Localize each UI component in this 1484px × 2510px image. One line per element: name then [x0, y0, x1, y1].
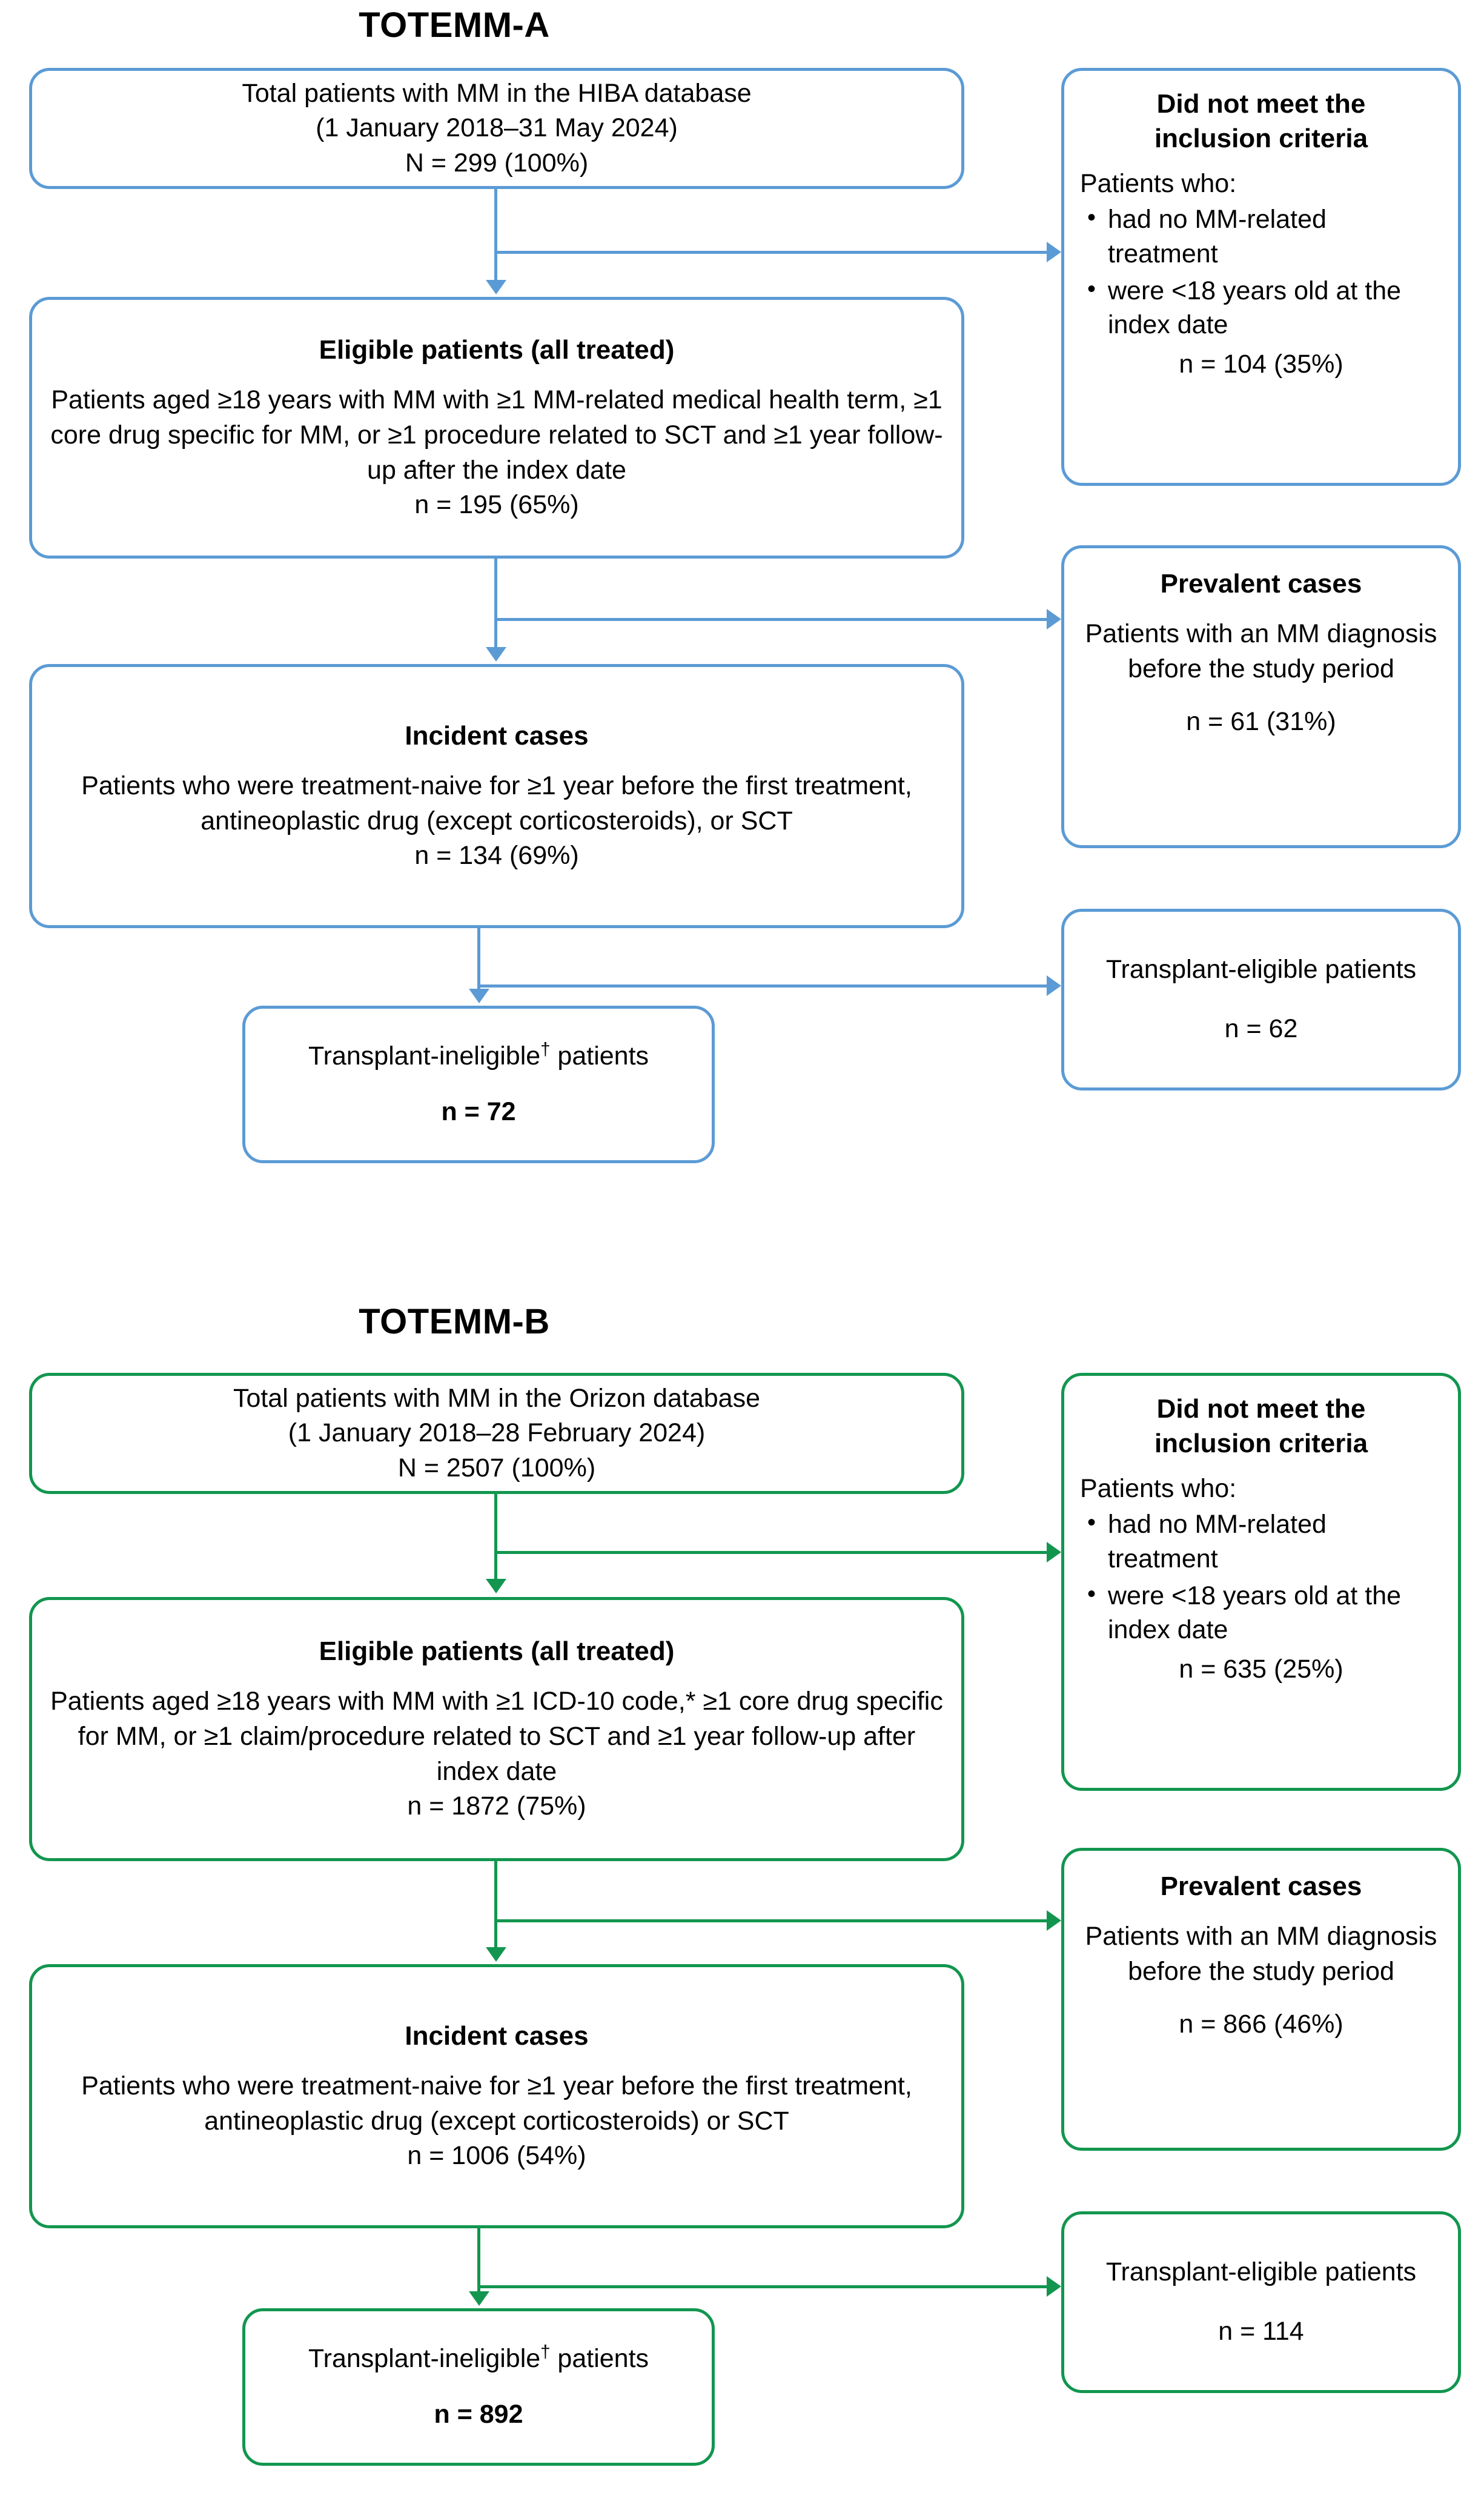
excluded-bullet-list-a: had no MM-related treatment were <18 yea…: [1080, 202, 1442, 345]
node-total-patients-b: Total patients with MM in the Orizon dat…: [29, 1373, 964, 1494]
arrowhead-eligible-a: [486, 280, 506, 294]
list-item: were <18 years old at the index date: [1087, 1578, 1442, 1648]
total-line2-b: (1 January 2018–28 February 2024): [288, 1418, 706, 1448]
panel-title-a: TOTEMM-A: [359, 5, 550, 45]
node-transplant-eligible-b: Transplant-eligible patients n = 114: [1061, 2211, 1461, 2393]
transplant-ineligible-suffix-a: patients: [550, 1041, 649, 1071]
incident-header-b: Incident cases: [405, 2020, 589, 2051]
arrowhead-transplant-eligible-a: [1047, 975, 1061, 996]
dagger-marker-b: †: [540, 2343, 551, 2363]
excluded-lead-b: Patients who:: [1080, 1474, 1237, 1504]
prevalent-body-a: Patients with an MM diagnosis before the…: [1085, 619, 1437, 683]
arrowhead-eligible-b: [486, 1579, 506, 1593]
connector-incident-to-transplant-eligible-a: [477, 984, 1047, 988]
total-line1-b: Total patients with MM in the Orizon dat…: [233, 1383, 760, 1413]
connector-incident-to-ineligible-a: [477, 928, 480, 990]
incident-count-b: n = 1006 (54%): [407, 2141, 586, 2171]
panel-title-b: TOTEMM-B: [359, 1302, 550, 1341]
connector-total-to-excluded-a: [494, 251, 1047, 254]
arrowhead-ineligible-a: [469, 989, 489, 1003]
arrowhead-prevalent-b: [1047, 1910, 1061, 1931]
totemm-b-flowchart: TOTEMM-B Total patients with MM in the O…: [0, 1254, 1484, 2510]
incident-count-a: n = 134 (69%): [414, 841, 579, 871]
connector-incident-to-transplant-eligible-b: [477, 2285, 1047, 2288]
total-count-b: N = 2507 (100%): [397, 1453, 596, 1482]
excluded-header-line2-b: inclusion criteria: [1154, 1429, 1368, 1459]
connector-total-to-eligible-b: [494, 1494, 497, 1580]
prevalent-header-a: Prevalent cases: [1160, 569, 1362, 599]
eligible-body-a: Patients aged ≥18 years with MM with ≥1 …: [50, 385, 943, 485]
eligible-header-a: Eligible patients (all treated): [319, 335, 675, 365]
arrowhead-excluded-a: [1047, 242, 1061, 262]
transplant-ineligible-count-b: n = 892: [434, 2400, 523, 2429]
arrowhead-incident-b: [486, 1947, 506, 1962]
transplant-ineligible-label-a: Transplant-ineligible† patients: [261, 1039, 696, 1074]
dagger-marker-a: †: [540, 1040, 551, 1060]
excluded-count-b: n = 635 (25%): [1179, 1655, 1343, 1684]
excluded-lead-a: Patients who:: [1080, 169, 1237, 199]
node-total-patients-a: Total patients with MM in the HIBA datab…: [29, 68, 964, 189]
node-transplant-eligible-a: Transplant-eligible patients n = 62: [1061, 909, 1461, 1091]
excluded-bullet-list-b: had no MM-related treatment were <18 yea…: [1080, 1507, 1442, 1650]
total-count-a: N = 299 (100%): [405, 148, 589, 178]
transplant-eligible-body-a: Transplant-eligible patients: [1105, 955, 1417, 984]
list-item: had no MM-related treatment: [1087, 1507, 1442, 1576]
prevalent-body-b: Patients with an MM diagnosis before the…: [1085, 1922, 1437, 1986]
node-eligible-a: Eligible patients (all treated) Patients…: [29, 297, 964, 559]
node-prevalent-b: Prevalent cases Patients with an MM diag…: [1061, 1848, 1461, 2151]
node-transplant-ineligible-a: Transplant-ineligible† patients n = 72: [242, 1006, 715, 1163]
connector-incident-to-ineligible-b: [477, 2228, 480, 2293]
node-excluded-b: Did not meet the inclusion criteria Pati…: [1061, 1373, 1461, 1791]
eligible-body-b: Patients aged ≥18 years with MM with ≥1 …: [50, 1687, 943, 1786]
eligible-count-a: n = 195 (65%): [414, 490, 579, 520]
transplant-ineligible-count-a: n = 72: [441, 1097, 516, 1126]
total-line1-a: Total patients with MM in the HIBA datab…: [242, 78, 752, 108]
incident-body-a: Patients who were treatment-naive for ≥1…: [81, 771, 912, 835]
node-incident-a: Incident cases Patients who were treatme…: [29, 664, 964, 928]
excluded-header-line1-b: Did not meet the: [1156, 1394, 1366, 1424]
list-item: were <18 years old at the index date: [1087, 273, 1442, 343]
transplant-ineligible-text-a: Transplant-ineligible: [308, 1041, 541, 1071]
incident-header-a: Incident cases: [405, 720, 589, 751]
prevalent-count-b: n = 866 (46%): [1179, 2010, 1343, 2039]
node-excluded-a: Did not meet the inclusion criteria Pati…: [1061, 68, 1461, 486]
arrowhead-excluded-b: [1047, 1542, 1061, 1562]
prevalent-header-b: Prevalent cases: [1160, 1871, 1362, 1901]
connector-eligible-to-incident-b: [494, 1861, 497, 1947]
arrowhead-ineligible-b: [469, 2291, 489, 2306]
transplant-ineligible-suffix-b: patients: [550, 2344, 649, 2374]
connector-eligible-to-prevalent-b: [494, 1919, 1047, 1922]
list-item: had no MM-related treatment: [1087, 202, 1442, 271]
transplant-ineligible-label-b: Transplant-ineligible† patients: [261, 2342, 696, 2377]
connector-eligible-to-incident-a: [494, 559, 497, 648]
excluded-header-line1-a: Did not meet the: [1156, 89, 1366, 119]
transplant-eligible-body-b: Transplant-eligible patients: [1105, 2257, 1417, 2287]
total-line2-a: (1 January 2018–31 May 2024): [316, 113, 678, 143]
node-incident-b: Incident cases Patients who were treatme…: [29, 1964, 964, 2228]
arrowhead-incident-a: [486, 647, 506, 662]
transplant-eligible-count-b: n = 114: [1218, 2317, 1304, 2346]
incident-body-b: Patients who were treatment-naive for ≥1…: [81, 2071, 912, 2136]
node-transplant-ineligible-b: Transplant-ineligible† patients n = 892: [242, 2308, 715, 2466]
excluded-count-a: n = 104 (35%): [1179, 350, 1343, 379]
connector-total-to-excluded-b: [494, 1551, 1047, 1554]
totemm-a-flowchart: TOTEMM-A Total patients with MM in the H…: [0, 0, 1484, 1254]
connector-total-to-eligible-a: [494, 189, 497, 281]
node-prevalent-a: Prevalent cases Patients with an MM diag…: [1061, 545, 1461, 848]
transplant-ineligible-text-b: Transplant-ineligible: [308, 2344, 541, 2374]
arrowhead-prevalent-a: [1047, 609, 1061, 629]
arrowhead-transplant-eligible-b: [1047, 2276, 1061, 2297]
connector-eligible-to-prevalent-a: [494, 618, 1047, 621]
eligible-header-b: Eligible patients (all treated): [319, 1636, 675, 1667]
node-eligible-b: Eligible patients (all treated) Patients…: [29, 1597, 964, 1861]
prevalent-count-a: n = 61 (31%): [1186, 707, 1336, 737]
excluded-header-line2-a: inclusion criteria: [1154, 124, 1368, 154]
eligible-count-b: n = 1872 (75%): [407, 1791, 586, 1821]
transplant-eligible-count-a: n = 62: [1224, 1014, 1298, 1043]
